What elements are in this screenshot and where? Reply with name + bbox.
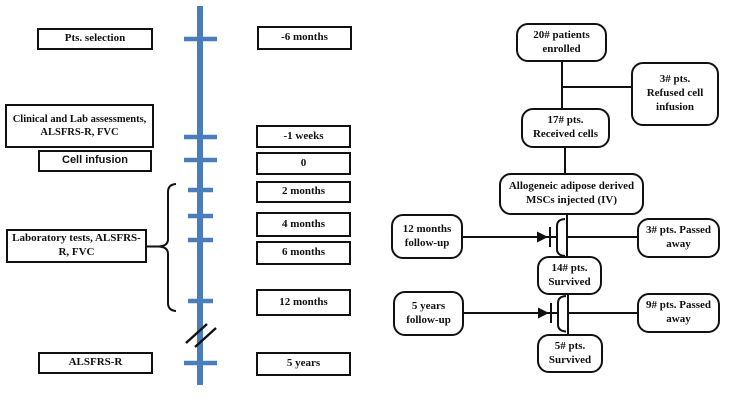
arrowhead-12months-followup <box>537 231 548 243</box>
event-box-laboratory-tests: Laboratory tests, ALSFRS- R, FVC <box>6 229 147 263</box>
flow-node-survived-14: 14# pts. Survived <box>537 256 602 295</box>
lab-tests-brace <box>158 183 177 312</box>
flow-node-survived-5: 5# pts. Survived <box>537 334 603 373</box>
flow-node-12months-followup: 12 months follow-up <box>391 214 463 259</box>
time-box-5years: 5 years <box>256 352 351 376</box>
time-box-zero: 0 <box>256 152 351 175</box>
arrowhead-5years-followup <box>538 307 549 319</box>
time-box-2months: 2 months <box>256 181 351 203</box>
event-box-alsfrs-r: ALSFRS-R <box>38 352 153 374</box>
flow-node-passed-away-3: 3# pts. Passed away <box>637 218 720 258</box>
timeline-axis-group <box>184 6 217 385</box>
flow-node-5years-followup: 5 years follow-up <box>393 291 464 336</box>
event-box-pts-selection: Pts. selection <box>37 28 153 50</box>
flow-node-passed-away-9: 9# pts. Passed away <box>637 293 720 333</box>
time-box-6months: 6 months <box>256 241 351 265</box>
timeline-break-marks <box>185 323 217 348</box>
event-box-clinical-lab-assessments: Clinical and Lab assessments, ALSFRS-R, … <box>5 104 154 148</box>
time-box-4months: 4 months <box>256 212 351 237</box>
event-box-cell-infusion: Cell infusion <box>38 150 152 172</box>
time-box-minus1week: -1 weeks <box>256 125 351 148</box>
junction2-bracket <box>557 295 567 333</box>
flow-node-patients-enrolled: 20# patients enrolled <box>516 23 607 62</box>
flow-node-received-cells: 17# pts. Received cells <box>521 108 610 148</box>
time-box-minus6months: -6 months <box>257 26 352 50</box>
junction1-bracket <box>556 218 566 257</box>
time-box-12months: 12 months <box>256 289 351 316</box>
flow-node-refused-cell-infusion: 3# pts. Refused cell infusion <box>631 62 719 126</box>
flow-node-mscs-injected: Allogeneic adipose derived MSCs injected… <box>499 173 644 215</box>
